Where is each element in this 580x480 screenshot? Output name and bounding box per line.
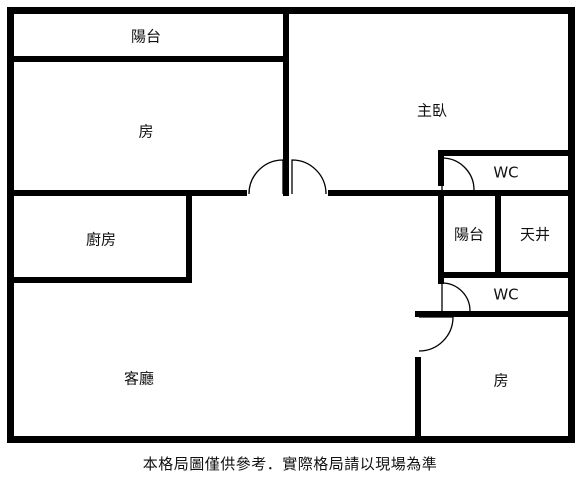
wc-lower-door-icon bbox=[441, 282, 471, 312]
balcony-bottom-wall bbox=[7, 56, 289, 62]
master-bedroom-door-icon bbox=[291, 159, 327, 195]
wc-lower-top-wall bbox=[438, 272, 575, 278]
kitchen-right-wall bbox=[186, 196, 192, 282]
outer-wall-left bbox=[7, 7, 14, 443]
outer-wall-top bbox=[7, 7, 575, 14]
outer-wall-bottom bbox=[7, 436, 575, 443]
kitchen-bottom-wall bbox=[7, 277, 192, 283]
wc-lower-bottom-wall bbox=[415, 311, 575, 317]
wc-upper-bottom-wall bbox=[438, 190, 575, 196]
bedroom-bottom-wall-right bbox=[328, 190, 446, 196]
room-label-light-well: 天井 bbox=[520, 226, 550, 244]
room-label-wc-upper: WC bbox=[493, 164, 518, 182]
outer-wall-right bbox=[568, 7, 575, 443]
room-label-balcony-top: 陽台 bbox=[131, 28, 161, 46]
room-label-master-bedroom: 主臥 bbox=[417, 102, 447, 120]
room-label-bedroom-right: 房 bbox=[493, 372, 508, 390]
service-block-left-wall bbox=[438, 150, 444, 186]
service-block-left-wall-mid bbox=[438, 196, 444, 279]
central-vertical-wall bbox=[283, 7, 289, 196]
wc-upper-door-icon bbox=[441, 157, 475, 191]
disclaimer-text: 本格局圖僅供參考．實際格局請以現場為準 bbox=[142, 455, 438, 473]
room-label-wc-lower: WC bbox=[493, 286, 518, 304]
room-label-kitchen: 廚房 bbox=[86, 231, 116, 249]
bedroom-bottom-wall-left bbox=[7, 190, 247, 196]
balcony-lightwell-divider bbox=[495, 196, 501, 275]
room-label-living-room: 客廳 bbox=[124, 370, 154, 388]
bedroom-right-left-wall bbox=[415, 357, 421, 443]
bedroom-left-door-icon bbox=[248, 159, 284, 195]
room-label-balcony-small: 陽台 bbox=[454, 226, 484, 244]
floor-plan: 陽台 房 主臥 WC 廚房 陽台 天井 WC 客廳 房 bbox=[7, 7, 575, 443]
room-label-bedroom-left: 房 bbox=[138, 123, 153, 141]
bedroom-right-door-icon bbox=[418, 316, 454, 352]
service-block-left-wall-low bbox=[438, 279, 444, 284]
wc-upper-top-wall bbox=[438, 150, 575, 156]
